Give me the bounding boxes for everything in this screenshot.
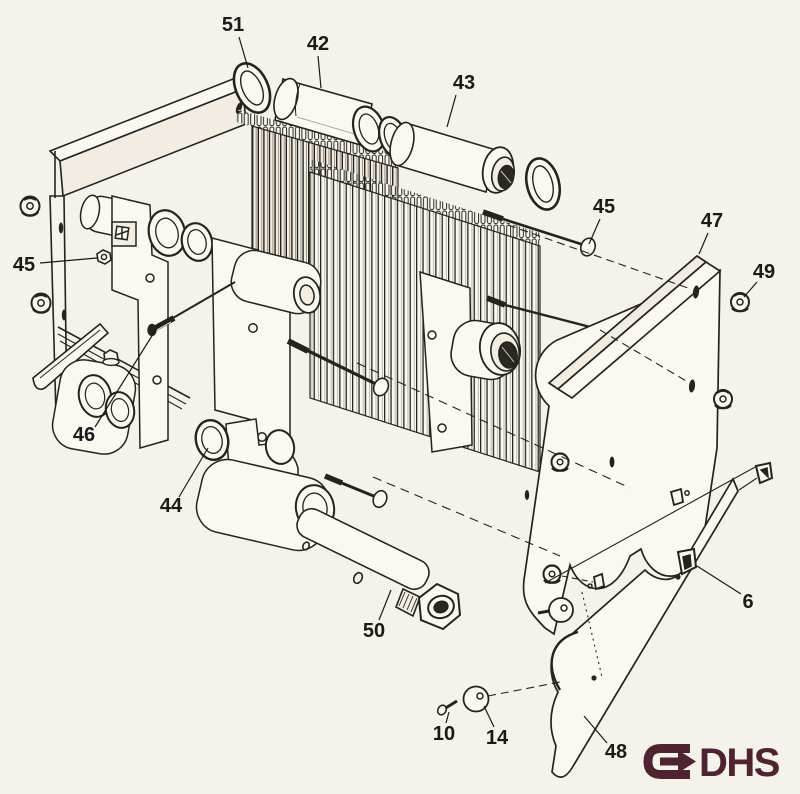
pin-small [591, 675, 597, 681]
part-label-49: 49 [753, 261, 775, 283]
part-label-50: 50 [363, 620, 385, 642]
logo-text: DHS [699, 741, 780, 785]
leader-line-44 [178, 447, 209, 498]
o-ring-51 [232, 62, 272, 114]
tube-50 [296, 507, 462, 631]
clips-and-small-parts [19, 195, 774, 716]
leader-line-47 [698, 232, 709, 255]
clip-right-2 [713, 389, 733, 410]
rear-left-panel [32, 78, 247, 422]
clip-bottom-left [542, 564, 562, 584]
bolt-45-lower [486, 295, 599, 331]
part-label-47: 47 [701, 210, 723, 232]
clip-on-panel [550, 452, 570, 472]
leader-line-45-left [39, 257, 98, 264]
clip-left-2 [30, 292, 52, 314]
clip-49 [730, 292, 750, 313]
leader-line-14 [483, 705, 495, 728]
part-label-42: 42 [307, 33, 329, 55]
leader-line-45-right [588, 218, 601, 245]
left-brackets [51, 194, 336, 552]
front-bracket [419, 270, 473, 453]
wedge-clip-mid [669, 487, 690, 507]
part-labels-layer: 51 42 43 45 45 47 49 46 44 50 10 14 48 6 [13, 14, 775, 763]
part-label-51: 51 [222, 14, 244, 36]
bolt-middle [286, 338, 390, 397]
part-label-45-right: 45 [593, 196, 615, 218]
j-clip-top-right [754, 461, 774, 485]
leader-line-42 [317, 55, 322, 89]
screw-10 [436, 699, 458, 716]
part-label-6: 6 [742, 591, 753, 613]
tube-42 [273, 77, 373, 148]
side-panel-47 [522, 254, 722, 636]
leader-line-50 [378, 589, 392, 621]
part-label-43: 43 [453, 72, 475, 94]
leader-line-51 [238, 36, 249, 69]
bolt-lower [323, 473, 388, 509]
leader-line-43 [446, 94, 457, 128]
tube-43 [389, 121, 516, 194]
arrow-in-c-icon [643, 744, 690, 779]
leader-line-46 [94, 322, 161, 428]
flanged-nut [102, 349, 120, 367]
disc-14 [462, 685, 490, 713]
leader-line-6 [696, 565, 742, 595]
leader-line-49 [743, 281, 758, 298]
dhs-logo: DHS [643, 741, 781, 785]
assembly-lines [356, 224, 758, 697]
part-label-45-left: 45 [13, 254, 35, 276]
part-label-14: 14 [486, 727, 509, 749]
front-right-tank [450, 319, 522, 381]
disc-lower [537, 597, 574, 623]
part-label-46: 46 [73, 424, 95, 446]
o-ring-right [524, 157, 562, 211]
leader-line-10 [445, 711, 450, 724]
part-label-10: 10 [433, 723, 455, 745]
leader-line-48 [583, 715, 608, 744]
clip-6 [676, 547, 698, 576]
nut-45 [96, 249, 112, 265]
part-label-48: 48 [605, 741, 627, 763]
wedge-clip-low [587, 572, 606, 591]
part-label-44: 44 [160, 495, 183, 517]
clip-left-1 [19, 195, 41, 217]
fasteners [96, 209, 599, 509]
